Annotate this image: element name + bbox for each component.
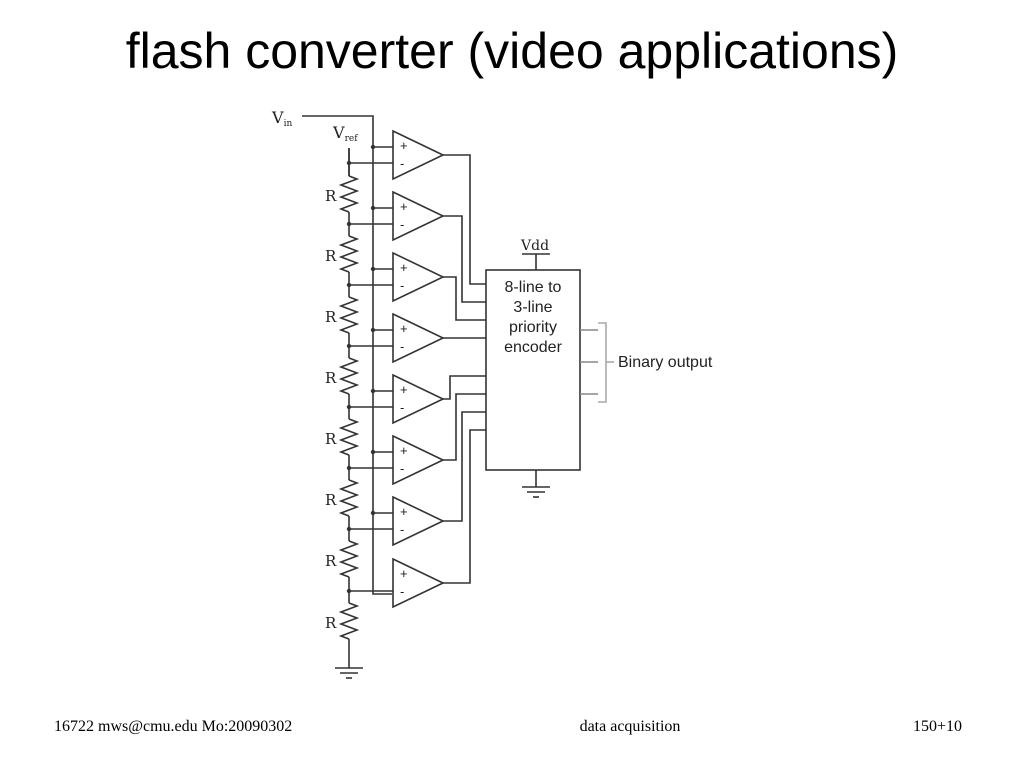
comparator: +- xyxy=(346,373,486,425)
comparator-output-wire xyxy=(443,375,486,400)
plus-sign: + xyxy=(400,260,408,275)
resistor xyxy=(338,479,360,517)
comparator: +- xyxy=(346,312,486,364)
binary-output-label: Binary output xyxy=(618,354,713,371)
resistor-label: R xyxy=(325,247,337,265)
vin-label: Vin xyxy=(271,108,292,129)
vdd-label: Vdd xyxy=(520,238,549,254)
binary-output-lines xyxy=(580,322,614,403)
comparator-triangle xyxy=(392,190,445,242)
minus-sign: - xyxy=(400,461,404,476)
vref-label: Vref xyxy=(332,123,358,144)
comparator-output-wire xyxy=(443,154,486,285)
resistor-label: R xyxy=(325,552,337,570)
encoder-label-line: 3-line xyxy=(513,299,552,316)
priority-encoder-box xyxy=(485,269,581,471)
comparator-output-wire xyxy=(443,215,486,303)
plus-sign: + xyxy=(400,321,408,336)
encoder-label-line: 8-line to xyxy=(505,279,562,296)
comparator-triangle xyxy=(392,312,445,364)
plus-sign: + xyxy=(400,138,408,153)
comparator-triangle xyxy=(392,373,445,425)
comparator: +- xyxy=(346,429,486,609)
comparator: +- xyxy=(346,190,486,303)
ground-icon xyxy=(522,470,550,498)
plus-sign: + xyxy=(400,199,408,214)
comparator-output-wire xyxy=(443,393,486,461)
ground-icon xyxy=(335,646,363,679)
encoder-label-line: priority xyxy=(509,319,557,336)
comparator-triangle xyxy=(392,495,445,547)
comparator: +- xyxy=(346,393,486,486)
plus-sign: + xyxy=(400,443,408,458)
comparator: +- xyxy=(346,129,486,285)
plus-sign: + xyxy=(400,566,408,581)
resistor-label: R xyxy=(325,187,337,205)
resistor xyxy=(338,540,360,578)
minus-sign: - xyxy=(400,278,404,293)
comparator-output-wire xyxy=(443,411,486,522)
resistor xyxy=(338,602,360,640)
encoder-label-line: encoder xyxy=(504,339,562,356)
plus-sign: + xyxy=(400,504,408,519)
slide-title: flash converter (video applications) xyxy=(125,23,899,79)
minus-sign: - xyxy=(400,217,404,232)
comparator: +- xyxy=(346,411,486,547)
footer-center: data acquisition xyxy=(579,718,681,735)
resistor-label: R xyxy=(325,491,337,509)
resistor-label: R xyxy=(325,308,337,326)
footer-left: 16722 mws@cmu.edu Mo:20090302 xyxy=(54,718,293,735)
vin-wire xyxy=(302,115,392,595)
comparator-triangle xyxy=(392,434,445,486)
minus-sign: - xyxy=(400,156,404,171)
resistor-label: R xyxy=(325,369,337,387)
comparator-output-wire xyxy=(443,429,486,584)
resistor xyxy=(338,235,360,273)
comparator-output-wire xyxy=(443,276,486,321)
encoder-label: 8-line to 3-line priority encoder xyxy=(504,279,562,356)
resistor-label: R xyxy=(325,614,337,632)
comparator-bank: +-+-+-+-+-+-+-+- xyxy=(346,129,486,609)
comparator-triangle xyxy=(392,129,445,181)
resistor-labels: R R R R R R R R xyxy=(325,187,337,632)
minus-sign: - xyxy=(400,522,404,537)
resistor-label: R xyxy=(325,430,337,448)
resistor xyxy=(338,175,360,213)
resistor xyxy=(338,296,360,334)
comparator-triangle xyxy=(392,251,445,303)
resistor xyxy=(338,357,360,395)
resistor xyxy=(338,418,360,456)
footer-right: 150+10 xyxy=(912,718,962,735)
minus-sign: - xyxy=(400,339,404,354)
comparator-triangle xyxy=(392,557,445,609)
comparator: +- xyxy=(346,251,486,321)
minus-sign: - xyxy=(400,400,404,415)
minus-sign: - xyxy=(400,584,404,599)
plus-sign: + xyxy=(400,382,408,397)
